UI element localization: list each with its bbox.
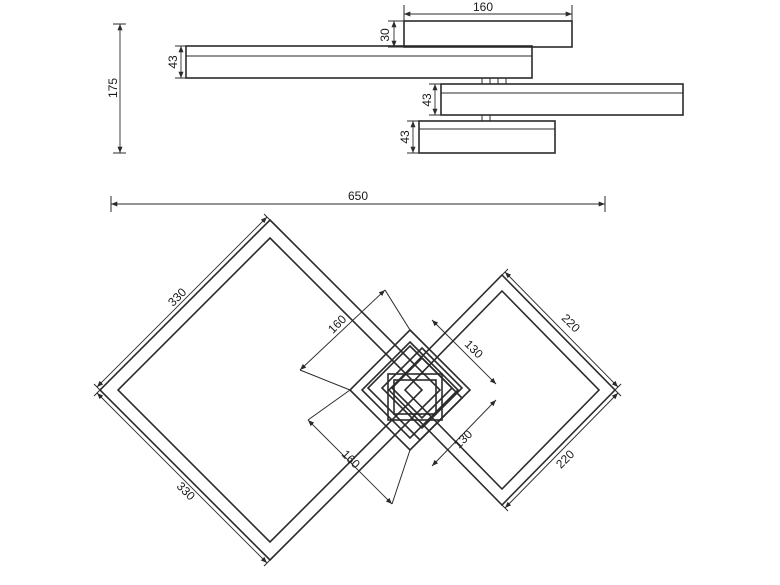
center-square — [348, 328, 472, 452]
plan-view: 650 330 — [93, 189, 622, 567]
dimension-large-top: 330 — [93, 213, 271, 391]
overall-width-label: 650 — [348, 189, 368, 203]
top-panel: 160 30 — [378, 0, 573, 48]
panel-2-height-label: 43 — [420, 93, 434, 107]
small-square — [380, 346, 464, 430]
top-panel-height-label: 30 — [378, 28, 392, 42]
panel-3-height-label: 43 — [398, 130, 412, 144]
top-panel-width-label: 160 — [473, 0, 493, 14]
panel-2: 43 — [420, 83, 684, 116]
medium-top-label: 220 — [559, 311, 583, 335]
panel-3: 43 — [398, 120, 556, 154]
panel-1: 43 — [166, 45, 533, 79]
panel-1-height-label: 43 — [166, 55, 180, 69]
dimension-large-bottom: 330 — [93, 389, 271, 567]
small-bottom-label: 130 — [451, 427, 475, 451]
small-top-label: 130 — [462, 337, 486, 361]
side-view: 175 160 30 43 — [106, 0, 684, 154]
dimension-overall-height: 175 — [106, 23, 126, 154]
overall-height-label: 175 — [106, 78, 120, 98]
center-bottom-label: 160 — [339, 447, 363, 471]
large-bottom-label: 330 — [174, 479, 198, 503]
dimension-medium-bottom: 220 — [501, 389, 622, 512]
center-top-label: 160 — [325, 312, 349, 336]
dimension-overall-width: 650 — [110, 189, 606, 212]
large-top-label: 330 — [165, 285, 189, 309]
medium-bottom-label: 220 — [553, 447, 577, 471]
dimension-medium-top: 220 — [501, 268, 622, 391]
